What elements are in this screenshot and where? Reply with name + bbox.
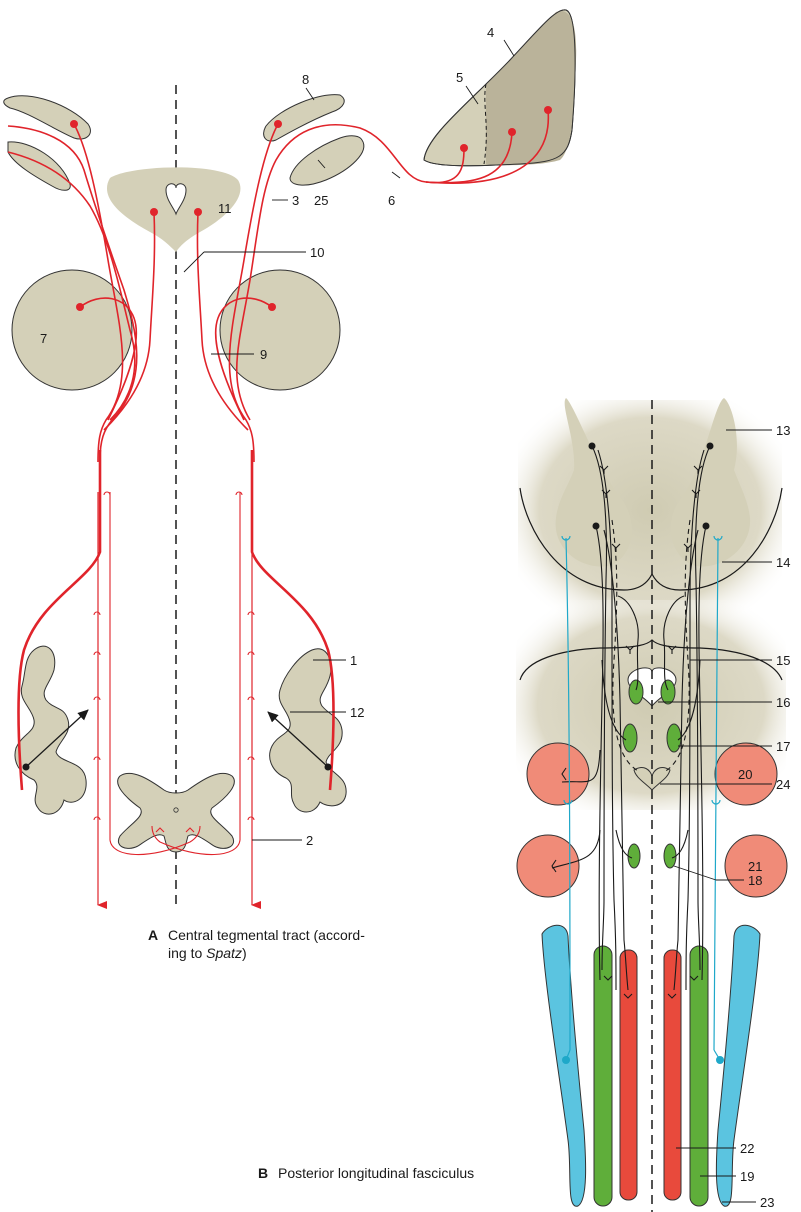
caption-a-line2: ing to Spatz) [168, 945, 247, 961]
caption-a-line1: Central tegmental tract (accord- [168, 927, 365, 943]
blue-column-right [716, 925, 760, 1206]
panel-a: 1 2 3 4 5 6 7 8 9 10 11 12 25 A Central … [4, 10, 576, 961]
label-25: 25 [314, 193, 328, 208]
green-column-right [690, 946, 708, 1206]
label-11: 11 [218, 201, 232, 216]
caption-a-line2-suffix: ) [242, 945, 247, 961]
nucleus-right-8 [264, 95, 345, 141]
label-21: 21 [748, 859, 762, 874]
label-22: 22 [740, 1141, 754, 1156]
label-17: 17 [776, 739, 790, 754]
caption-b-text: Posterior longitudinal fasciculus [278, 1165, 474, 1181]
label-19: 19 [740, 1169, 754, 1184]
circle-right-7 [220, 270, 340, 390]
central-tegmental-tract [8, 110, 548, 905]
label-3: 3 [292, 193, 299, 208]
thalamus-dark [486, 11, 576, 165]
label-7: 7 [40, 331, 47, 346]
spinal-cord-section [118, 773, 235, 852]
label-12: 12 [350, 705, 364, 720]
caption-a-line2-italic: Spatz [206, 945, 242, 961]
olive-left [15, 646, 86, 814]
label-4: 4 [487, 25, 494, 40]
label-24: 24 [776, 777, 790, 792]
caption-a-letter: A [148, 927, 158, 943]
label-18: 18 [748, 873, 762, 888]
label-14: 14 [776, 555, 790, 570]
label-2: 2 [306, 833, 313, 848]
label-10: 10 [310, 245, 324, 260]
green-column-left [594, 946, 612, 1206]
blue-column-left [542, 925, 586, 1206]
nucleus-left-25 [8, 142, 70, 190]
olive-right [270, 649, 346, 812]
label-16: 16 [776, 695, 790, 710]
caption-a-line2-prefix: ing to [168, 945, 206, 961]
label-1: 1 [350, 653, 357, 668]
nucleus-20-left [527, 743, 589, 805]
label-9: 9 [260, 347, 267, 362]
label-23: 23 [760, 1195, 774, 1210]
label-5: 5 [456, 70, 463, 85]
red-column-left [620, 950, 637, 1200]
label-6: 6 [388, 193, 395, 208]
label-20: 20 [738, 767, 752, 782]
caption-b-letter: B [258, 1165, 268, 1181]
label-13: 13 [776, 423, 790, 438]
label-15: 15 [776, 653, 790, 668]
nucleus-right-25 [290, 136, 364, 185]
red-column-right [664, 950, 681, 1200]
label-8: 8 [302, 72, 309, 87]
circle-left-7 [12, 270, 132, 390]
